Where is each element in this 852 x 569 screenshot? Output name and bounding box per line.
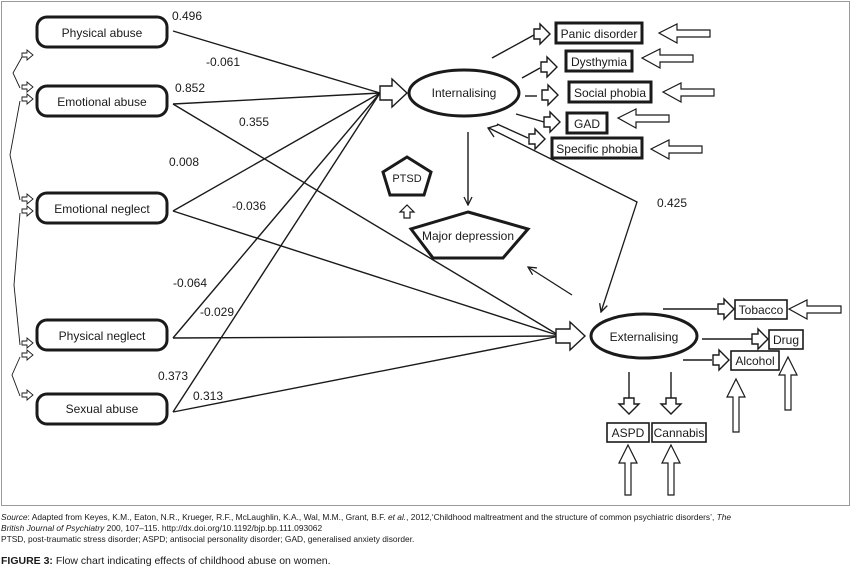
source-journal-1: The <box>716 512 732 522</box>
caption-source: Source: Adapted from Keyes, K.M., Eaton,… <box>1 512 731 523</box>
externalising-indicator-paths <box>628 308 752 398</box>
svg-text:Emotional abuse: Emotional abuse <box>57 95 147 109</box>
coef-int-ext-correlation: 0.425 <box>657 196 687 210</box>
predictor-paths <box>172 30 561 413</box>
svg-text:GAD: GAD <box>574 117 600 131</box>
pentagon-ptsd: PTSD <box>381 155 433 197</box>
coef-physical-neglect-int: -0.064 <box>173 276 207 290</box>
ext-to-depression-path <box>528 267 573 296</box>
disorder-box-cannabis: Cannabis <box>651 422 707 443</box>
svg-text:PTSD: PTSD <box>392 173 421 185</box>
predictor-node-emotional-neglect: Emotional neglect <box>35 191 169 225</box>
svg-text:Cannabis: Cannabis <box>654 426 705 440</box>
internalising-indicator-arrowheads <box>528 22 561 151</box>
coef-sexual-abuse-int: 0.373 <box>158 369 188 383</box>
internalising-indicator-paths <box>491 34 545 139</box>
svg-text:ASPD: ASPD <box>612 426 645 440</box>
disorder-box-tobacco: Tobacco <box>734 299 788 320</box>
svg-text:Sexual abuse: Sexual abuse <box>66 402 139 416</box>
internalising-input-arrow <box>379 77 409 109</box>
caption-abbreviations: PTSD, post-traumatic stress disorder; AS… <box>1 534 415 544</box>
source-text-2: , 2012,‘Childhood maltreatment and the s… <box>406 512 717 522</box>
coef-physical-abuse-ext: -0.061 <box>206 55 240 69</box>
predictor-node-emotional-abuse: Emotional abuse <box>35 84 169 118</box>
figure-label: FIGURE 3: <box>1 555 53 567</box>
source-text-3: 200, 107–115. http://dx.doi.org/10.1192/… <box>104 523 323 533</box>
disorder-box-aspd: ASPD <box>606 422 650 443</box>
coef-emotional-neglect-ext: -0.036 <box>232 199 266 213</box>
disorder-box-panic-disorder: Panic disorder <box>554 21 644 45</box>
svg-text:Social phobia: Social phobia <box>574 86 646 100</box>
depression-to-ptsd-arrow <box>398 204 416 219</box>
svg-text:Dysthymia: Dysthymia <box>571 55 627 69</box>
pentagon-major-depression: Major depression <box>408 210 531 260</box>
caption-source-line-2: British Journal of Psychiatry 200, 107–1… <box>1 523 322 534</box>
disorder-box-specific-phobia: Specific phobia <box>550 136 644 160</box>
source-journal-2: British Journal of Psychiatry <box>1 523 105 533</box>
predictor-node-physical-neglect: Physical neglect <box>35 318 169 352</box>
residual-arrows-externalising <box>618 299 842 496</box>
svg-text:Specific phobia: Specific phobia <box>556 142 638 156</box>
path-diagram: Physical abuse Emotional abuse Emotional… <box>9 9 842 496</box>
coef-physical-abuse-int: 0.496 <box>172 9 202 23</box>
source-etal: et al. <box>387 512 407 522</box>
svg-text:Alcohol: Alcohol <box>735 354 774 368</box>
svg-text:Major depression: Major depression <box>422 229 514 243</box>
coef-emotional-abuse-ext: 0.355 <box>239 115 269 129</box>
predictor-node-physical-abuse: Physical abuse <box>35 15 169 49</box>
coef-sexual-abuse-ext: 0.313 <box>193 389 223 403</box>
svg-text:Externalising: Externalising <box>610 330 679 344</box>
externalising-indicator-arrowheads <box>617 297 769 415</box>
source-text-1: : Adapted from Keyes, K.M., Eaton, N.R.,… <box>27 512 388 522</box>
coef-emotional-neglect-int: 0.008 <box>169 155 199 169</box>
coef-emotional-abuse-int: 0.852 <box>175 81 205 95</box>
disorder-box-social-phobia: Social phobia <box>567 80 653 104</box>
svg-text:Tobacco: Tobacco <box>739 303 784 317</box>
disorder-box-dysthymia: Dysthymia <box>564 49 634 73</box>
int-ext-correlation-path <box>488 127 638 312</box>
disorder-box-drug: Drug <box>768 329 804 350</box>
coef-physical-neglect-ext: -0.029 <box>200 305 234 319</box>
latent-externalising: Externalising <box>589 312 699 360</box>
residual-arrows-internalising <box>616 23 715 161</box>
correlation-brackets <box>9 56 23 397</box>
svg-text:Physical abuse: Physical abuse <box>62 26 143 40</box>
predictor-node-sexual-abuse: Sexual abuse <box>35 392 169 426</box>
correlation-arrowheads <box>21 49 34 401</box>
disorder-box-gad: GAD <box>565 111 609 135</box>
latent-internalising: Internalising <box>407 68 521 118</box>
figure-title: FIGURE 3: Flow chart indicating effects … <box>1 555 331 567</box>
source-label: Source <box>1 512 28 522</box>
int-correlation-arrowhead <box>486 124 499 138</box>
svg-text:Panic disorder: Panic disorder <box>561 27 638 41</box>
svg-text:Physical neglect: Physical neglect <box>59 329 146 343</box>
disorder-box-alcohol: Alcohol <box>730 350 780 371</box>
externalising-input-arrow <box>555 320 587 352</box>
svg-text:Internalising: Internalising <box>432 86 497 100</box>
figure-frame <box>1 1 850 506</box>
svg-text:Emotional neglect: Emotional neglect <box>54 202 150 216</box>
svg-text:Drug: Drug <box>773 333 799 347</box>
figure-title-text: Flow chart indicating effects of childho… <box>55 555 331 567</box>
